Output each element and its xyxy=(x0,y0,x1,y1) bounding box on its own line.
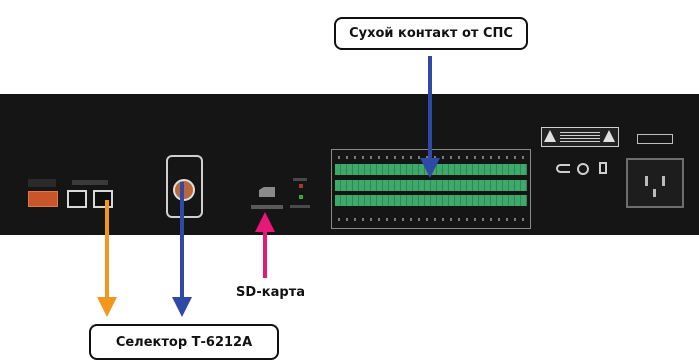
terminal-block-row-1 xyxy=(335,164,527,175)
coax-connector xyxy=(173,179,195,201)
power-socket-icon xyxy=(626,158,684,208)
fuse-label xyxy=(637,134,673,144)
rj45-port-icon xyxy=(67,190,87,208)
power-socket-pin xyxy=(662,176,665,186)
sd-card-icon xyxy=(259,187,275,197)
selector-callout: Селектор Т-6212А xyxy=(89,324,279,360)
warning-text-block xyxy=(560,132,600,142)
dry-contact-callout: Сухой контакт от СПС xyxy=(334,17,528,50)
terminal-top-labels xyxy=(338,156,524,159)
power-socket-pin xyxy=(653,189,656,197)
rj45-port-icon xyxy=(93,190,113,208)
port-label-strip xyxy=(72,180,108,185)
sd-card-label: SD-карта xyxy=(236,285,305,300)
terminal-block-row-2 xyxy=(335,180,527,191)
power-socket-pin xyxy=(645,176,648,186)
status-led-red xyxy=(299,184,303,188)
bin-icon xyxy=(599,162,607,174)
status-led-green xyxy=(299,195,303,199)
sd-card-slot xyxy=(251,205,283,209)
terminal-block-row-3 xyxy=(335,195,527,206)
status-led-label xyxy=(293,178,307,181)
status-led-label xyxy=(290,205,310,208)
device-rear-panel xyxy=(0,94,699,235)
terminal-bottom-labels xyxy=(338,218,524,221)
orange-block-label-strip xyxy=(28,179,56,187)
recycle-icon xyxy=(577,163,589,175)
coax-bracket xyxy=(166,155,203,218)
ce-mark-icon xyxy=(556,164,570,173)
orange-terminal-block xyxy=(28,191,58,207)
